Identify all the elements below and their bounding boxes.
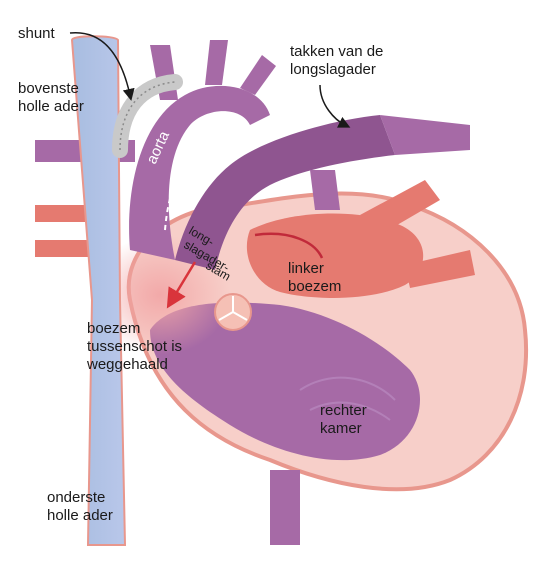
valve [214, 293, 252, 331]
septum-arrow [166, 261, 197, 309]
pulmonary-trunk [175, 115, 395, 270]
right-ventricle [150, 302, 420, 461]
label-rv-2: kamer [320, 420, 362, 437]
label-svc-2: holle ader [18, 98, 84, 115]
pulmonary-vein-lower [405, 250, 475, 288]
label-ivc-2: holle ader [47, 507, 113, 524]
pulmonary-branch-down [310, 170, 340, 210]
label-shunt: shunt [18, 25, 56, 42]
aorta-branch-2 [205, 40, 228, 85]
aorta [129, 85, 270, 260]
vena-cava [70, 35, 127, 546]
vessel-stub-upper [35, 140, 85, 162]
label-ivc-1: onderste [47, 489, 105, 506]
left-atrium [246, 213, 424, 298]
shunt-pointer [69, 32, 135, 101]
branches-pointer [319, 84, 351, 128]
label-septum-1: boezem [87, 320, 140, 337]
label-branches-1: takken van de [290, 43, 383, 60]
label-branches-2: longslagader [290, 61, 376, 78]
pulmonary-vein-left-2 [35, 240, 100, 257]
descending-vessel [270, 470, 300, 545]
pulmonary-branch-right [380, 115, 470, 155]
label-rv-1: rechter [320, 402, 367, 419]
rv-texture [299, 376, 396, 421]
left-atrium-arrow [254, 232, 324, 259]
label-svc-1: bovenste [18, 80, 79, 97]
pulmonary-vein-upper [360, 180, 440, 235]
label-la-2: boezem [288, 278, 341, 295]
pulmonary-vein-left-1 [35, 205, 100, 222]
label-la-1: linker [288, 260, 324, 277]
label-septum-3: weggehaald [86, 356, 168, 373]
aorta-dashed-line [164, 129, 241, 231]
aorta-branch-3 [240, 55, 276, 95]
label-septum-2: tussenschot is [87, 338, 182, 355]
shunt-tube-edge [119, 81, 176, 151]
